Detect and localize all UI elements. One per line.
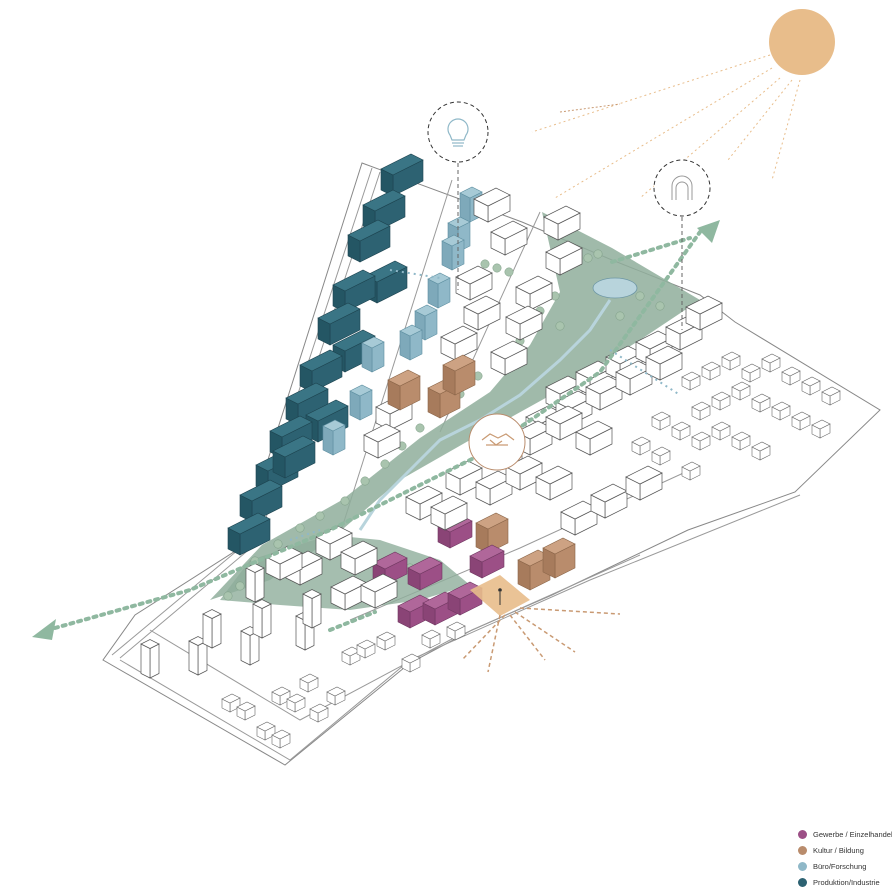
blue-connection-arrows [289,269,681,541]
gate-callout [653,159,711,330]
gate-icon [671,175,693,200]
sun-icon [769,9,835,75]
legend-item-buero: Büro/Forschung [798,858,892,874]
arrow-head-west [32,619,56,640]
plaza-marker [498,588,502,605]
lightbulb-icon [447,118,469,147]
legend-item-produktion: Produktion/Industrie [798,874,892,890]
legend-item-kultur: Kultur / Bildung [798,842,892,858]
pond [592,277,638,299]
arrow-head-northeast [697,220,720,243]
legend-swatch [798,829,807,839]
legend-swatch [798,861,807,871]
legend-label: Kultur / Bildung [813,845,864,855]
legend-label: Produktion/Industrie [813,877,880,887]
legend-swatch [798,845,807,855]
legend-item-gewerbe: Gewerbe / Einzelhandel [798,826,892,842]
lightbulb-callout [427,101,489,290]
handshake-icon [481,433,515,446]
sun-ray-orange [559,103,621,113]
sun-rays [531,54,801,199]
green-connection-arrows [53,230,702,632]
legend: Gewerbe / Einzelhandel Kultur / Bildung … [798,826,892,890]
plaza-outward-arrows [461,607,621,673]
handshake-callout [468,413,526,471]
legend-label: Gewerbe / Einzelhandel [813,829,892,839]
legend-swatch [798,877,807,887]
green-corridor [210,212,700,600]
legend-label: Büro/Forschung [813,861,867,871]
